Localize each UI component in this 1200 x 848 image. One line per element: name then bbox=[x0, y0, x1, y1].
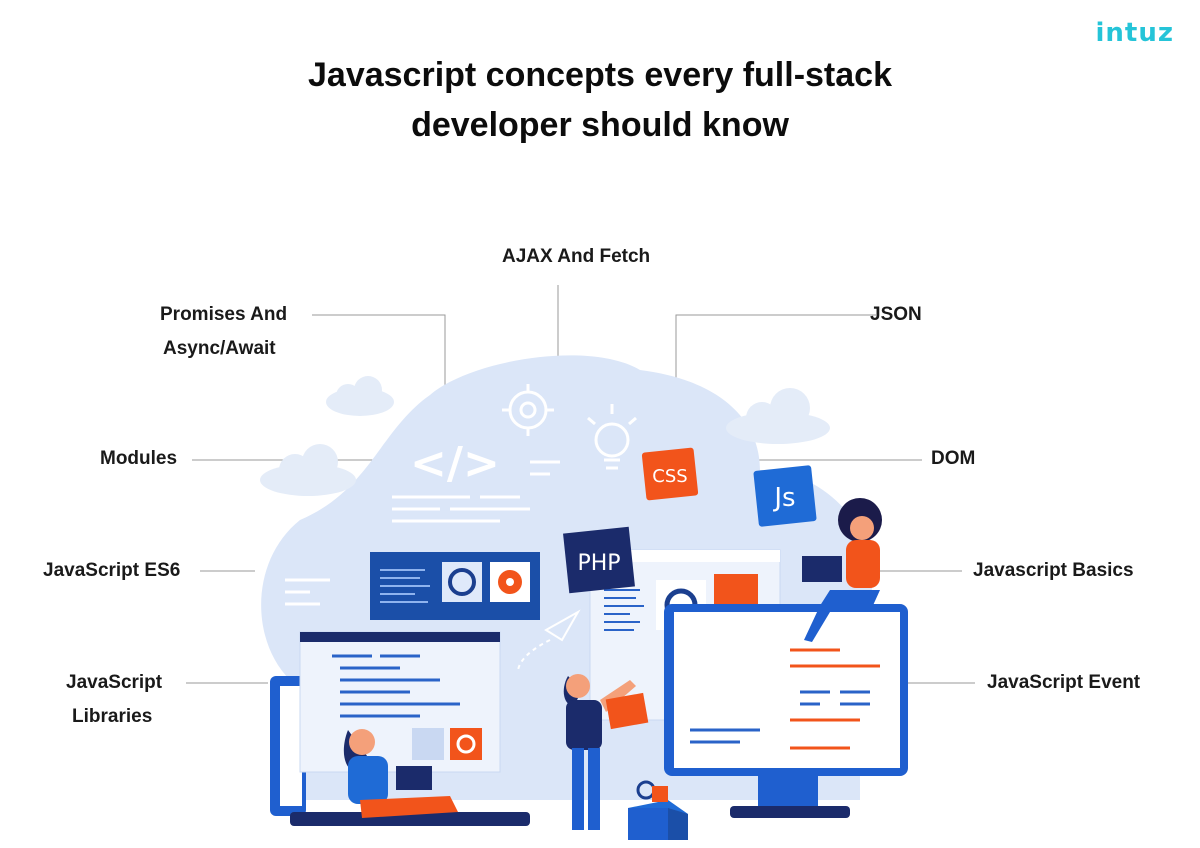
person-sitting-right bbox=[802, 498, 882, 642]
title-line-2: developer should know bbox=[411, 106, 789, 144]
code-lines bbox=[285, 460, 560, 606]
label-promises-line-2: Async/Await bbox=[163, 338, 276, 359]
svg-text:Js: Js bbox=[772, 483, 795, 513]
right-monitor bbox=[664, 604, 908, 818]
floating-code-panel bbox=[370, 552, 540, 620]
label-libraries-line-2: Libraries bbox=[72, 706, 153, 727]
cloud-2 bbox=[260, 444, 356, 496]
label-promises-line-1: Promises And bbox=[160, 304, 288, 325]
person-sitting-left bbox=[343, 729, 458, 818]
js-badge-icon: Js bbox=[753, 465, 817, 527]
gear-box bbox=[628, 780, 688, 840]
left-editor-window bbox=[299, 631, 501, 773]
label-libraries-line-1: JavaScript bbox=[66, 672, 163, 693]
label-javascript-es6: JavaScript ES6 bbox=[43, 560, 181, 581]
label-javascript-libraries: JavaScript Libraries bbox=[66, 666, 162, 734]
person-standing-center bbox=[563, 674, 649, 830]
label-promises-async-await: Promises And Async/Await bbox=[160, 298, 287, 366]
page-title: Javascript concepts every full-stack dev… bbox=[0, 50, 1200, 150]
label-modules: Modules bbox=[100, 448, 178, 469]
php-badge-icon: PHP bbox=[563, 526, 635, 594]
intuz-logo: intuz bbox=[1095, 18, 1174, 48]
title-line-1: Javascript concepts every full-stack bbox=[308, 56, 892, 94]
label-ajax-and-fetch: AJAX And Fetch bbox=[502, 246, 651, 267]
gear-outline-icon bbox=[502, 384, 554, 436]
label-javascript-basics: Javascript Basics bbox=[973, 560, 1134, 581]
lightbulb-icon bbox=[587, 404, 637, 470]
svg-text:PHP: PHP bbox=[577, 551, 620, 576]
cloud-3 bbox=[726, 388, 830, 444]
paper-plane-icon bbox=[517, 609, 581, 671]
css-badge-icon: CSS bbox=[641, 447, 699, 501]
label-javascript-event: JavaScript Event bbox=[987, 672, 1141, 693]
label-json: JSON bbox=[870, 304, 922, 325]
left-laptop bbox=[270, 676, 530, 826]
label-dom: DOM bbox=[931, 448, 976, 469]
cloud-1 bbox=[326, 376, 394, 416]
clouds bbox=[260, 376, 830, 496]
svg-text:CSS: CSS bbox=[652, 466, 687, 487]
code-symbol-icon: </> bbox=[410, 438, 500, 489]
